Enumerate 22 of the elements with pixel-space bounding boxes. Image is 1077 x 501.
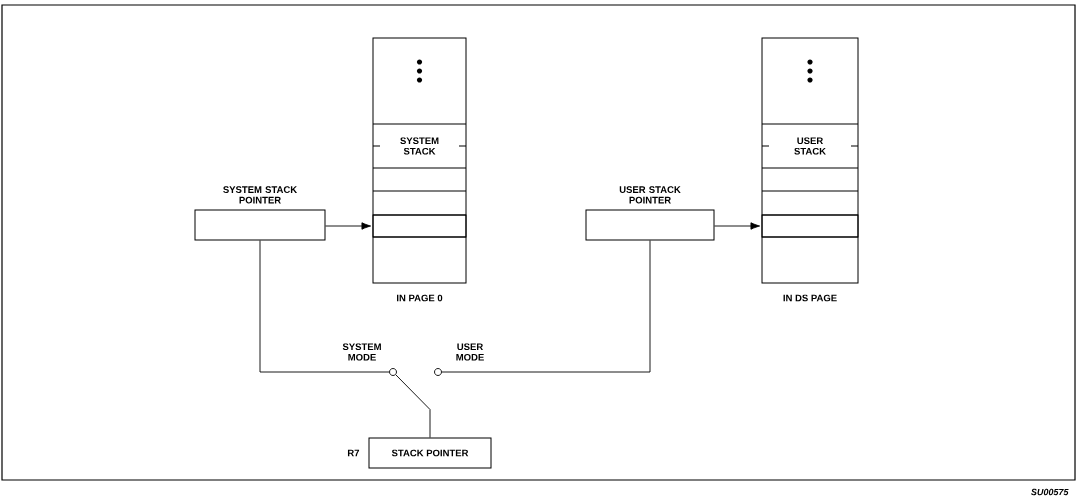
connector <box>259 240 390 373</box>
register-box: SYSTEM STACK POINTER <box>194 186 326 241</box>
connector <box>325 222 372 230</box>
connector <box>714 222 761 230</box>
mode-label: USER MODE <box>456 343 484 361</box>
register-box: STACK POINTER <box>368 437 492 469</box>
node-label: USER STACK POINTER <box>619 186 681 204</box>
register-box: USER STACK POINTER <box>585 186 715 241</box>
stack-cell <box>761 214 859 238</box>
caption-text: IN PAGE 0 <box>397 294 443 302</box>
memory-column: SYSTEM STACK <box>372 37 467 284</box>
mode-label: SYSTEM MODE <box>342 343 381 361</box>
switch-contact <box>389 368 397 376</box>
switch-contact <box>434 368 442 376</box>
memory-column: USER STACK <box>761 37 859 284</box>
caption-text: IN DS PAGE <box>783 294 837 302</box>
connector <box>441 240 651 373</box>
figure-code: SU00575 <box>1031 488 1069 496</box>
connector <box>395 374 431 438</box>
register-name: R7 <box>347 449 360 457</box>
node-label: SYSTEM STACK POINTER <box>223 186 298 204</box>
stack-cell <box>372 214 467 238</box>
